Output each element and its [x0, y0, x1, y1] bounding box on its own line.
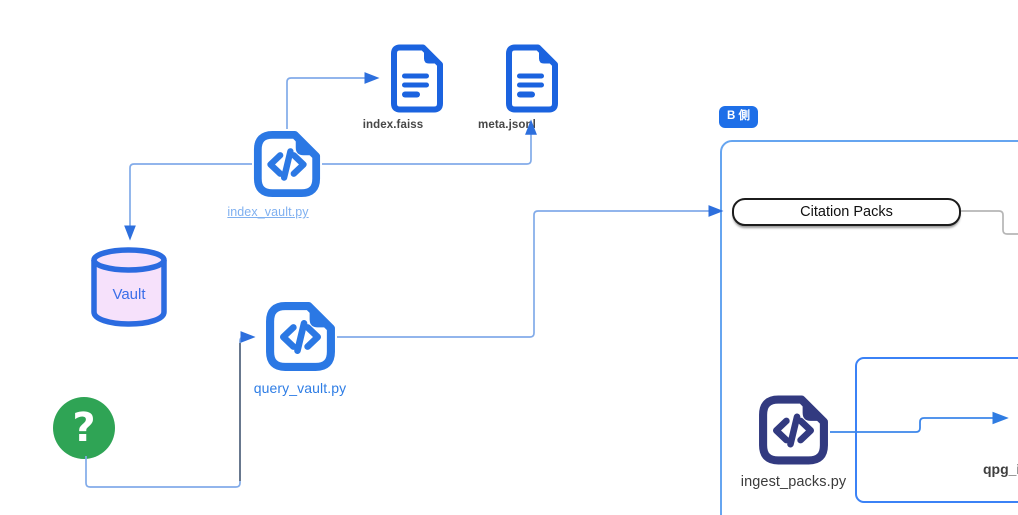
query-vault-label: query_vault.py [253, 380, 347, 396]
code-file-icon [253, 130, 321, 198]
question-glyph: ? [72, 405, 96, 451]
node-citation-packs[interactable]: Citation Packs [732, 198, 961, 226]
node-index-vault[interactable] [252, 129, 322, 204]
node-vault-db[interactable]: Vault [89, 246, 169, 335]
citation-packs-label: Citation Packs [800, 204, 893, 220]
question-icon: ? [53, 397, 115, 459]
node-query-vault[interactable] [264, 300, 337, 378]
qpg-inner-box[interactable] [855, 357, 1018, 503]
node-meta-jsonl[interactable] [503, 43, 561, 119]
node-ingest-packs[interactable] [757, 393, 830, 472]
code-file-icon [266, 302, 335, 371]
document-icon [391, 44, 443, 113]
meta-jsonl-label: meta.jsonl [478, 119, 536, 131]
document-icon [506, 44, 558, 113]
qpg-partial-label: qpg_i [983, 461, 1018, 477]
edge-indexvault-to-vault [124, 163, 252, 241]
code-file-icon-dark [759, 395, 828, 465]
node-index-faiss[interactable] [388, 43, 446, 119]
b-side-badge-label: B 側 [727, 110, 750, 122]
node-question-mark[interactable]: ? [53, 397, 115, 459]
ingest-packs-label: ingest_packs.py [740, 474, 847, 490]
vault-label: Vault [112, 286, 146, 303]
edge-queryvault-to-citationpacks [337, 205, 724, 338]
database-cylinder-icon [91, 247, 167, 327]
b-side-badge[interactable]: B 側 [719, 106, 758, 128]
index-vault-label[interactable]: index_vault.py [227, 205, 309, 219]
b-side-container-box[interactable] [720, 140, 1018, 515]
index-faiss-label: index.faiss [362, 119, 424, 131]
